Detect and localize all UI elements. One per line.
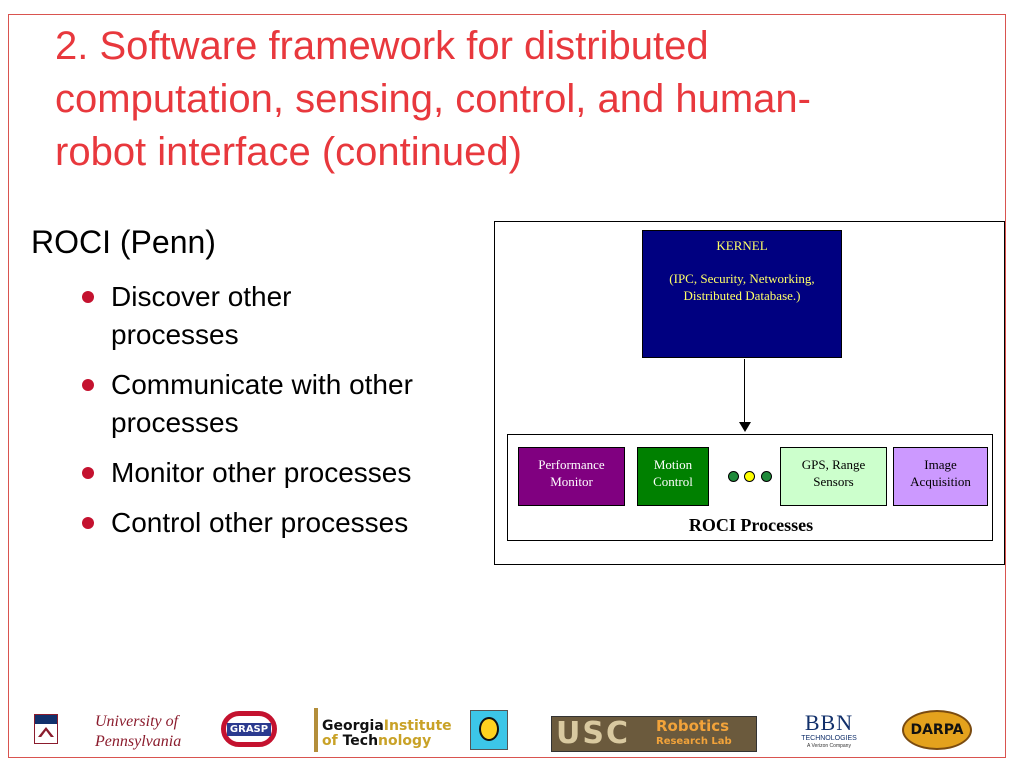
title-line: 2. Software framework for distributed	[55, 24, 709, 68]
upenn-shield-icon	[34, 714, 58, 744]
bullet-list: Discover other processes Communicate wit…	[80, 278, 500, 554]
usc-label: USC	[556, 716, 630, 751]
grasp-logo: GRASP	[221, 711, 277, 747]
process-label-line: Performance	[538, 457, 605, 472]
process-label-line: Control	[653, 474, 693, 489]
bbn-tag: A Verizon Company	[807, 743, 851, 749]
tower-icon	[314, 708, 318, 752]
grasp-label: GRASP	[226, 722, 272, 736]
process-label-line: Sensors	[813, 474, 854, 489]
bullet-dot-icon	[82, 379, 94, 391]
bullet-item: Control other processes	[80, 504, 500, 542]
kernel-desc-line: Distributed Database.)	[683, 288, 801, 303]
bullet-text: Discover other	[111, 281, 292, 312]
roci-architecture-diagram: KERNEL (IPC, Security, Networking, Distr…	[494, 221, 1005, 565]
arrow-down-icon	[739, 422, 751, 432]
upenn-line: Pennsylvania	[95, 733, 182, 750]
bbn-logo: BBN TECHNOLOGIES A Verizon Company	[794, 712, 864, 756]
gt-text: nology	[378, 733, 432, 749]
ellipsis-dot-icon	[761, 471, 772, 482]
slide-title: 2. Software framework for distributed co…	[55, 20, 955, 179]
bullet-item: Communicate with other processes	[80, 366, 500, 442]
ellipsis-dot-icon	[744, 471, 755, 482]
process-label-line: GPS, Range	[801, 457, 866, 472]
darpa-logo: DARPA	[902, 710, 972, 750]
bullet-item: Monitor other processes	[80, 454, 500, 492]
darpa-label: DARPA	[910, 722, 964, 738]
process-box-performance-monitor: Performance Monitor	[518, 447, 625, 506]
yellow-jacket-mascot-icon	[470, 710, 508, 750]
bullet-dot-icon	[82, 291, 94, 303]
process-box-gps-range-sensors: GPS, Range Sensors	[780, 447, 887, 506]
processes-title: ROCI Processes	[688, 515, 814, 535]
georgia-tech-logo: GeorgiaInstitute of Technology	[314, 708, 464, 752]
upenn-logo-text: University of Pennsylvania	[95, 712, 215, 752]
kernel-desc-line: (IPC, Security, Networking,	[669, 271, 815, 286]
sponsor-logo-bar: University of Pennsylvania GRASP Georgia…	[0, 704, 1024, 764]
bullet-text: processes	[111, 407, 239, 438]
ellipsis-dot-icon	[728, 471, 739, 482]
bullet-text: processes	[111, 319, 239, 350]
gt-text: of	[322, 733, 343, 749]
bullet-dot-icon	[82, 517, 94, 529]
bbn-name: BBN	[804, 710, 854, 735]
gt-text: Tech	[342, 733, 379, 749]
usc-robotics-label: Robotics	[656, 717, 730, 735]
bullet-text: Monitor other processes	[111, 457, 412, 488]
process-label-line: Monitor	[550, 474, 593, 489]
upenn-line: University of	[95, 713, 179, 730]
process-box-motion-control: Motion Control	[637, 447, 709, 506]
gt-text: Institute	[383, 718, 452, 734]
bullet-item: Discover other processes	[80, 278, 500, 354]
bbn-sub: TECHNOLOGIES	[801, 735, 857, 742]
bullet-dot-icon	[82, 467, 94, 479]
title-line: robot interface (continued)	[55, 130, 522, 174]
roci-processes-box: Performance Monitor Motion Control GPS, …	[507, 434, 993, 541]
bullet-text: Communicate with other	[111, 369, 413, 400]
usc-lab-label: Research Lab	[656, 736, 732, 747]
kernel-title: KERNEL	[716, 238, 768, 253]
process-label-line: Motion	[653, 457, 693, 472]
slide-frame	[8, 14, 1006, 758]
gt-text: Georgia	[322, 718, 384, 734]
kernel-arrow-line	[744, 359, 745, 425]
process-box-image-acquisition: Image Acquisition	[893, 447, 988, 506]
process-label-line: Image	[924, 457, 957, 472]
title-line: computation, sensing, control, and human…	[55, 77, 811, 121]
usc-robotics-logo: USC Robotics Research Lab	[551, 716, 757, 752]
process-label-line: Acquisition	[910, 474, 971, 489]
section-heading: ROCI (Penn)	[31, 224, 216, 260]
bullet-text: Control other processes	[111, 507, 409, 538]
kernel-box: KERNEL (IPC, Security, Networking, Distr…	[642, 230, 842, 358]
